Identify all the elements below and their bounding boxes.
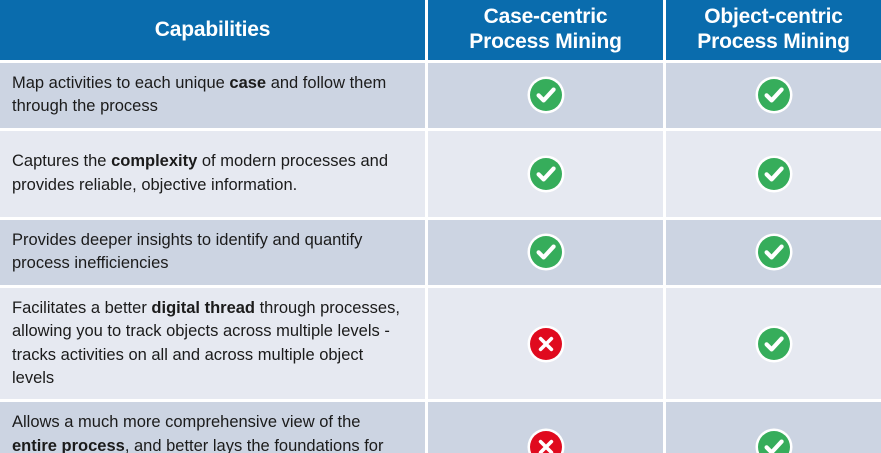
header-capabilities: Capabilities — [0, 0, 428, 63]
object-centric-cell — [666, 287, 881, 403]
header-object-centric: Object-centric Process Mining — [666, 0, 881, 63]
case-centric-cell — [428, 402, 666, 453]
case-centric-cell — [428, 130, 666, 220]
case-centric-cell — [428, 219, 666, 288]
object-centric-cell — [666, 219, 881, 288]
object-centric-cell — [666, 130, 881, 220]
table-row: Map activities to each unique case and f… — [0, 63, 881, 131]
table-header: Capabilities Case-centric Process Mining… — [0, 0, 881, 63]
check-circle-icon — [757, 430, 790, 453]
check-circle-icon — [757, 157, 790, 190]
case-centric-cell — [428, 287, 666, 403]
capability-cell: Captures the complexity of modern proces… — [0, 130, 428, 220]
check-circle-icon — [529, 236, 562, 269]
table-row: Allows a much more comprehensive view of… — [0, 402, 881, 453]
capability-cell: Provides deeper insights to identify and… — [0, 219, 428, 288]
header-capabilities-label: Capabilities — [154, 17, 271, 41]
check-circle-icon — [529, 157, 562, 190]
check-circle-icon — [529, 79, 562, 112]
check-circle-icon — [757, 236, 790, 269]
object-centric-cell — [666, 402, 881, 453]
header-case-centric-line2: Process Mining — [469, 30, 622, 53]
cross-circle-icon — [529, 327, 562, 360]
table-row: Provides deeper insights to identify and… — [0, 219, 881, 288]
table-row: Captures the complexity of modern proces… — [0, 130, 881, 220]
cross-circle-icon — [529, 430, 562, 453]
capability-cell: Allows a much more comprehensive view of… — [0, 402, 428, 453]
capability-cell: Facilitates a better digital thread thro… — [0, 287, 428, 403]
check-circle-icon — [757, 327, 790, 360]
check-circle-icon — [757, 79, 790, 112]
header-object-centric-line1: Object-centric — [704, 5, 843, 29]
capability-cell: Map activities to each unique case and f… — [0, 63, 428, 131]
table-row: Facilitates a better digital thread thro… — [0, 287, 881, 403]
table-body: Map activities to each unique case and f… — [0, 63, 881, 453]
object-centric-cell — [666, 63, 881, 131]
header-object-centric-line2: Process Mining — [697, 30, 850, 53]
header-row: Capabilities Case-centric Process Mining… — [0, 0, 881, 63]
header-case-centric: Case-centric Process Mining — [428, 0, 666, 63]
header-case-centric-line1: Case-centric — [483, 5, 608, 29]
case-centric-cell — [428, 63, 666, 131]
